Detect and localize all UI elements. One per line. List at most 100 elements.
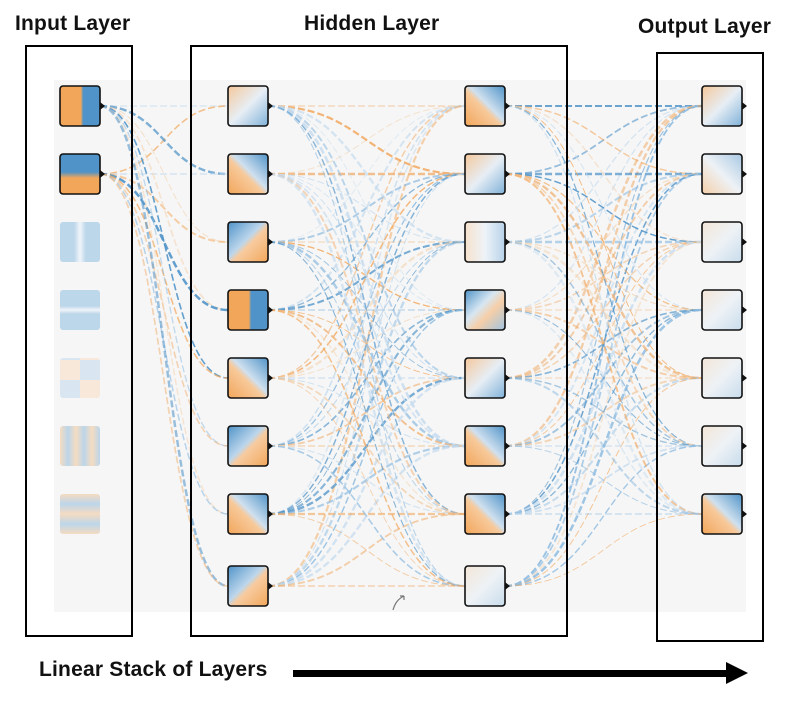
connection-line — [504, 445, 703, 587]
node-output-icon — [742, 442, 747, 450]
node-output-icon — [505, 238, 510, 246]
node-output-icon — [742, 510, 747, 518]
connection-line — [267, 241, 466, 447]
node-output-icon — [505, 102, 510, 110]
node-output-icon — [268, 510, 273, 518]
hidden-1-node — [227, 425, 273, 467]
connection-line — [504, 241, 703, 379]
connection-line — [99, 173, 229, 379]
direction-arrow-head-icon — [726, 662, 748, 684]
connection-line — [267, 240, 466, 448]
connection-line — [267, 105, 466, 379]
node-output-icon — [742, 238, 747, 246]
node-output-icon — [100, 102, 105, 110]
output-node — [701, 153, 747, 195]
connection-line — [267, 105, 466, 379]
hidden-1-node — [227, 221, 273, 263]
connection-line — [267, 377, 466, 447]
connection-line — [267, 445, 466, 515]
connection-line — [267, 105, 466, 311]
connection-line — [267, 513, 466, 587]
connection-line — [267, 105, 466, 515]
connection-line — [99, 173, 229, 587]
connection-line — [504, 241, 703, 447]
node-output-icon — [505, 442, 510, 450]
connection-line — [504, 105, 703, 379]
connection-line — [267, 377, 466, 587]
connection-line — [267, 173, 466, 447]
connection-line — [267, 309, 466, 447]
connection-line — [267, 173, 466, 587]
input-node — [60, 222, 100, 262]
connection-line — [504, 105, 703, 447]
hidden-1-node — [227, 357, 273, 399]
hidden-2-node — [464, 289, 510, 331]
node-output-icon — [742, 170, 747, 178]
input-node — [60, 426, 100, 466]
connection-line — [504, 377, 703, 587]
hidden-1-node — [227, 289, 273, 331]
output-node — [701, 425, 747, 467]
connection-line — [267, 308, 466, 516]
hidden-2-node — [464, 357, 510, 399]
connection-line — [267, 173, 466, 379]
connection-line — [267, 173, 466, 311]
connection-line — [267, 513, 466, 587]
connection-line — [267, 105, 466, 515]
connection-line — [99, 105, 229, 447]
connection-line — [267, 241, 466, 379]
connection-line — [504, 105, 703, 311]
hidden-1-node — [227, 493, 273, 535]
connection-line — [99, 104, 229, 588]
connection-line — [267, 241, 466, 515]
direction-arrow-line — [293, 670, 728, 677]
node-output-icon — [505, 306, 510, 314]
connection-line — [504, 173, 703, 587]
connection-line — [504, 173, 703, 515]
connection-line — [267, 376, 466, 516]
cursor-icon — [392, 595, 405, 611]
connection-line — [267, 173, 466, 243]
connection-line — [99, 172, 229, 312]
connection-line — [99, 105, 229, 515]
connection-line — [267, 241, 466, 515]
connection-line — [267, 377, 466, 515]
connection-line — [504, 445, 703, 515]
hidden-2-node — [464, 493, 510, 535]
connection-line — [267, 309, 466, 515]
connection-line — [99, 172, 229, 244]
connection-line — [267, 240, 466, 588]
connection-line — [504, 105, 703, 515]
output-layer-frame — [656, 52, 764, 642]
connection-line — [267, 104, 466, 244]
connection-line — [504, 240, 703, 380]
connection-line — [267, 445, 466, 587]
connection-line — [267, 104, 466, 312]
connection-line — [504, 172, 703, 380]
connection-line — [267, 104, 466, 176]
output-node — [701, 289, 747, 331]
input-node — [60, 290, 100, 330]
connection-line — [504, 173, 703, 447]
connection-line — [267, 173, 466, 447]
hidden-1-node — [227, 153, 273, 195]
node-output-icon — [505, 582, 510, 590]
node-output-icon — [742, 374, 747, 382]
input-node — [59, 85, 105, 127]
connection-line — [267, 241, 466, 587]
connection-line — [267, 173, 466, 515]
node-output-icon — [742, 306, 747, 314]
connection-line — [267, 376, 466, 588]
node-output-icon — [268, 442, 273, 450]
connection-line — [99, 104, 229, 176]
connection-line — [267, 104, 466, 448]
hidden-2-node — [464, 221, 510, 263]
hidden-2-node — [464, 425, 510, 467]
network-panel — [54, 80, 746, 612]
connection-line — [504, 105, 703, 243]
node-output-icon — [268, 238, 273, 246]
node-output-icon — [268, 170, 273, 178]
node-output-icon — [505, 510, 510, 518]
connection-line — [504, 240, 703, 516]
